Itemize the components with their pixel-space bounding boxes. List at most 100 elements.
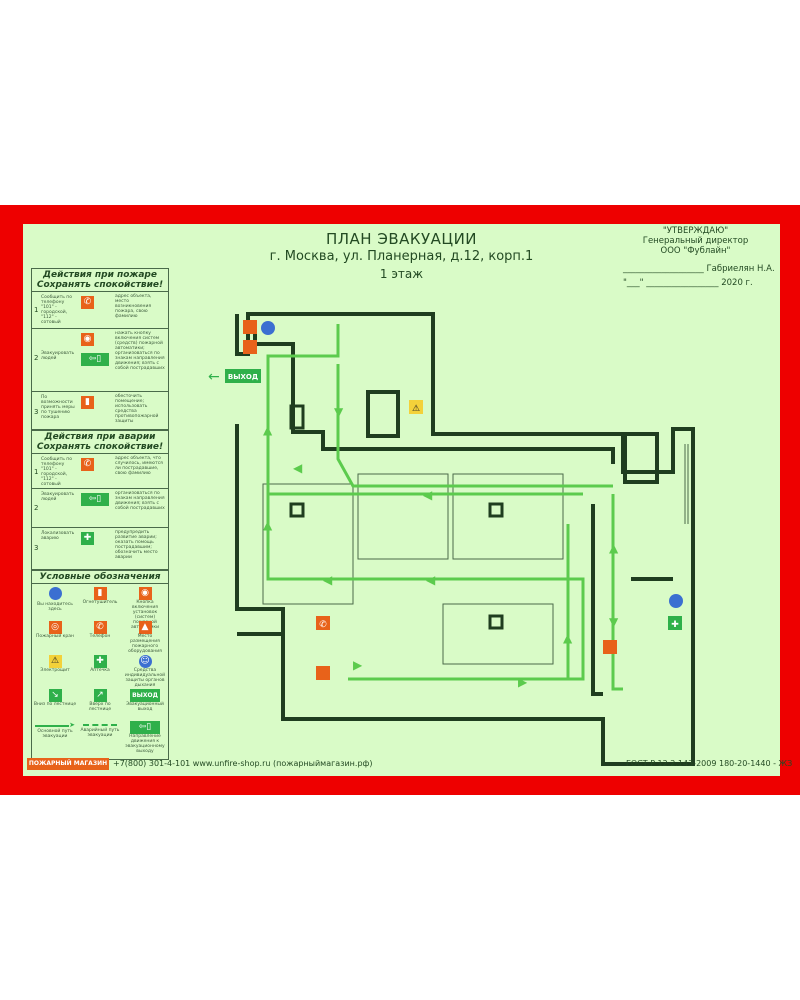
column (289, 404, 305, 430)
room-outline (452, 473, 564, 560)
alarm-button-icon: ◉ (123, 587, 167, 600)
column (488, 614, 504, 630)
extinguisher-icon: ▮ (78, 587, 122, 600)
fire-hose-icon: ◎ (33, 621, 77, 634)
arrow-icon: ▼ (334, 405, 344, 419)
row-text: Сообщить по телефону "101" - городской, … (41, 457, 72, 487)
legend-first-aid: ✚ Аптечка (78, 655, 122, 673)
row-note: обесточить помещение; использовать средс… (115, 394, 159, 424)
route-upper (336, 364, 613, 488)
walls (235, 312, 695, 766)
column (488, 502, 504, 518)
legend-label: Огнетушитель (82, 600, 118, 605)
legend-stairs-up: ↗ Вверх по лестнице (78, 689, 122, 712)
row-number: 3 (34, 408, 39, 416)
respirator-icon (669, 594, 683, 608)
extinguisher-icon (316, 666, 330, 680)
evacuation-routes (266, 324, 623, 691)
first-aid-glyph: ✚ (671, 620, 679, 630)
row-note: адрес объекта, что случилось, имеются ли… (115, 456, 163, 476)
stairs-down-icon: ↘ (33, 689, 77, 702)
accident-actions-panel: Действия при аварии Сохранять спокойстви… (31, 430, 169, 570)
legend-heading: Условные обозначения (32, 571, 168, 584)
row-number: 1 (34, 467, 39, 476)
fire-row-3: 3 По возможности принять меры по тушению… (32, 392, 168, 432)
row-number: 2 (34, 353, 39, 362)
room-outline (262, 483, 354, 605)
approval-line2: Генеральный директор (642, 236, 749, 246)
room-outline (357, 473, 449, 560)
fire-row-2: 2 Эвакуировать людей ◉ ⇦▯ нажать кнопку … (32, 329, 168, 392)
approval-line3: ООО "Фублайн" (660, 246, 731, 256)
plan-floor: 1 этаж (379, 267, 424, 281)
accident-row-3: 3 Локализовать аварию ✚ предупредить раз… (32, 528, 168, 568)
arrow-icon: ▲ (609, 541, 619, 555)
extinguisher-icon (243, 340, 257, 354)
arrow-icon: ◀ (423, 488, 433, 502)
approval-line1: "УТВЕРЖДАЮ" (662, 226, 729, 236)
exit-marker: ВЫХОД ← (208, 369, 261, 385)
legend-label: Место размещения пожарного оборудования (128, 634, 162, 654)
fire-hose-icon (243, 320, 257, 334)
corridor-wall (253, 320, 615, 464)
respirator-icon: ☺ (138, 655, 152, 668)
exit-sign-icon: ВЫХОД (123, 689, 167, 702)
legend-emergency-route: Аварийный путь эвакуации (78, 723, 122, 738)
phone-glyph: ✆ (319, 620, 327, 630)
legend-label: Электрощит (40, 668, 70, 673)
evacuation-plan-sheet: ПЛАН ЭВАКУАЦИИ г. Москва, ул. Планерная,… (23, 224, 792, 776)
emergency-route-icon (78, 723, 122, 728)
first-aid-icon: ✚ (81, 532, 94, 545)
exit-direction-icon: ⇦▯ (81, 493, 109, 506)
arrow-icon: ▲ (563, 631, 573, 645)
legend-label: Аптечка (90, 668, 110, 673)
row-note: адрес объекта, место возникновения пожар… (115, 294, 152, 319)
plan-signs: ⚠ ✆ ✚ (243, 320, 683, 680)
exit-sign (225, 369, 261, 383)
row-note: организоваться по знакам направления дви… (115, 491, 165, 511)
arrow-icon: ▼ (609, 615, 619, 629)
exit-direction-icon: ⇦▯ (123, 721, 167, 734)
legend-label: Основной путь эвакуации (37, 729, 73, 739)
legend-fire-equipment: ▲ Место размещения пожарного оборудовани… (123, 621, 167, 654)
arrow-icon: ◀ (323, 573, 333, 587)
fire-actions-panel: Действия при пожаре Сохранять спокойстви… (31, 268, 169, 430)
row-note: нажать кнопку включения систем (средств)… (115, 331, 165, 371)
row-text: Эвакуировать людей (41, 351, 75, 361)
first-aid-icon (668, 616, 682, 630)
phone-icon (316, 616, 330, 630)
stair-block (366, 390, 400, 438)
legend-exit-sign: ВЫХОД Эвакуационный выход (123, 689, 167, 712)
you-are-here-icon (261, 321, 275, 335)
row-text: По возможности принять меры по тушению п… (41, 395, 75, 420)
first-aid-icon: ✚ (78, 655, 122, 668)
legend-label: Вниз по лестнице (33, 702, 77, 707)
row-number: 3 (34, 544, 39, 552)
exit-sign-label: ВЫХОД (228, 373, 258, 381)
arrow-icon: ▶ (518, 675, 528, 689)
legend-label: Вверх по лестнице (88, 702, 112, 712)
approval-date: "___" _________________ 2020 г. (623, 278, 753, 288)
route-main (266, 324, 585, 681)
legend-electrical-hazard: ⚠ Электрощит (33, 655, 77, 673)
legend-label: Телефон (89, 634, 111, 639)
approval-signature: ___________________ Габриелян Н.А. (623, 264, 775, 274)
legend-respirator: ☺ Средства индивидуальной защиты органов… (123, 655, 167, 688)
legend-label: Аварийный путь эвакуации (80, 728, 120, 738)
row-text: Сообщить по телефону "101" - городской, … (41, 295, 72, 325)
legend-label: Эвакуационный выход (126, 702, 164, 712)
extinguisher-icon: ▮ (81, 396, 94, 409)
extinguisher-icon (603, 640, 617, 654)
inner-room-right (623, 432, 659, 484)
brand-logo: ПОЖАРНЫЙ МАГАЗИН (27, 758, 109, 770)
exit-sign-text: ВЫХОД (130, 689, 160, 702)
legend-extinguisher: ▮ Огнетушитель (78, 587, 122, 605)
legend-exit-direction: ⇦▯ Направление движения к эвакуационному… (123, 721, 167, 754)
row-text: Эвакуировать людей (41, 492, 75, 502)
thin-walls (262, 444, 689, 665)
room-outline (442, 603, 554, 665)
legend-label: Вы находитесь здесь (37, 602, 73, 612)
row-text: Локализовать аварию (41, 531, 75, 541)
main-route-icon: ➤ (33, 722, 77, 729)
electrical-hazard-glyph: ⚠ (412, 404, 420, 414)
